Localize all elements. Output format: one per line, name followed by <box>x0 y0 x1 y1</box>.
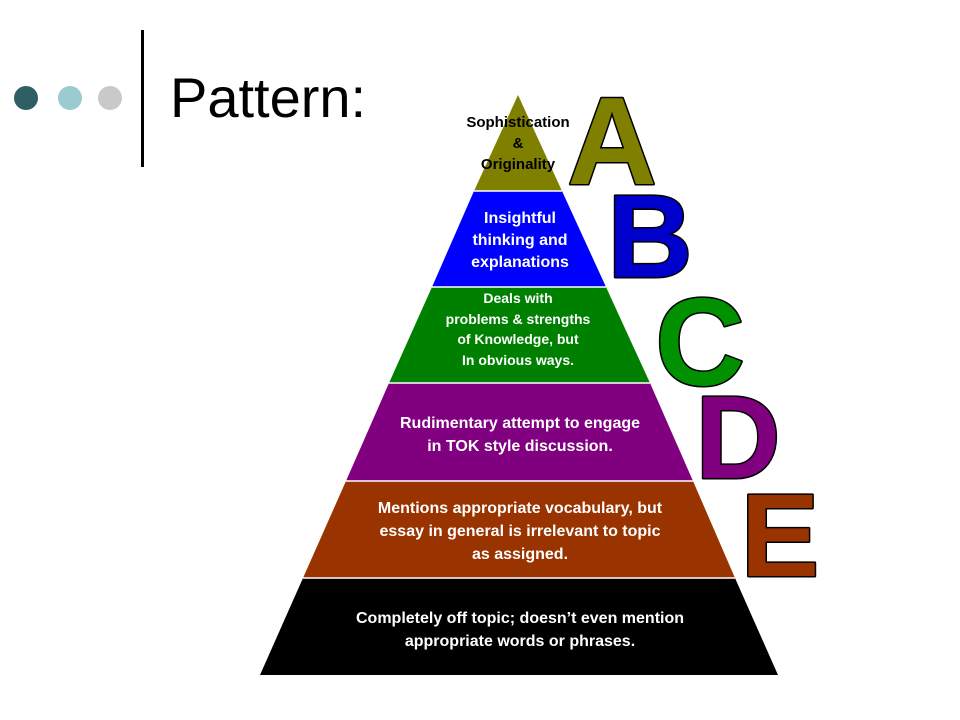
grade-letter-a: A <box>567 73 657 211</box>
band-b <box>432 191 606 287</box>
title-divider <box>141 30 144 167</box>
grade-letter-e: E <box>741 470 820 602</box>
band-base <box>260 578 778 675</box>
grade-letter-c: C <box>655 274 745 412</box>
level-a-label: Sophistication & Originality <box>466 114 570 173</box>
grade-letter-d: D <box>695 372 780 504</box>
level-b-label: Insightful thinking and explanations <box>471 210 569 271</box>
dot-gray <box>98 86 122 110</box>
level-d-label: Rudimentary attempt to engage in TOK sty… <box>399 415 641 455</box>
band-c <box>389 287 650 383</box>
band-a <box>474 95 562 191</box>
dot-light-teal <box>58 86 82 110</box>
grade-letter-b: B <box>607 171 692 303</box>
level-c-label: Deals with problems & strengths of Knowl… <box>445 290 591 368</box>
dot-dark <box>14 86 38 110</box>
level-e-label: Mentions appropriate vocabulary, but ess… <box>377 500 663 563</box>
band-e <box>303 481 735 578</box>
slide-title: Pattern: <box>170 66 367 129</box>
band-d <box>346 383 693 481</box>
decorative-dots <box>14 86 124 112</box>
level-base-label: Completely off topic; doesn’t even menti… <box>355 610 685 650</box>
